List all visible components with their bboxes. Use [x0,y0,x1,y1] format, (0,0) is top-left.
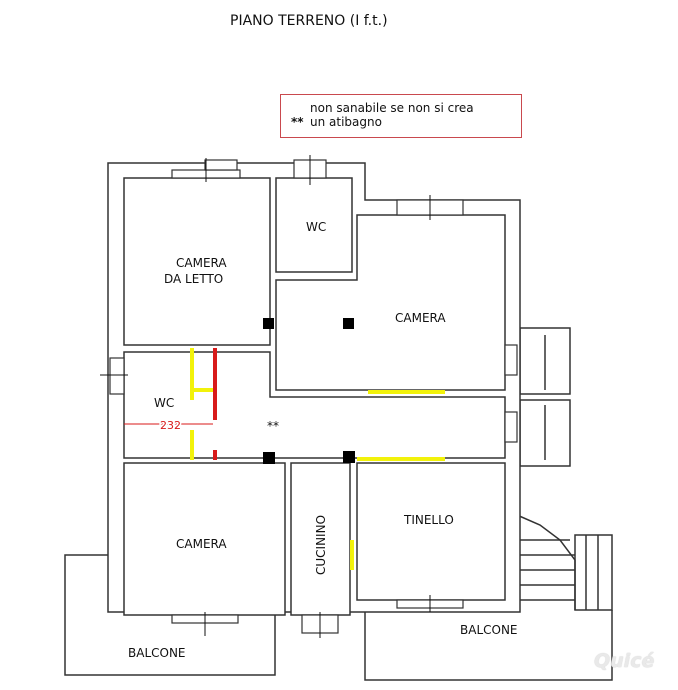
room-cucinino [290,462,351,616]
dimension-label: 232 [160,419,181,432]
rooms [123,177,506,616]
label-corridor-marker: ** [267,419,279,433]
label-camera-da-letto-2: DA LETTO [164,272,223,286]
window-markers [100,155,431,638]
room-camera-right [275,214,506,391]
red-marks [124,348,217,460]
label-camera-right: CAMERA [395,311,446,325]
label-balcone-left: BALCONE [128,646,186,660]
room-camera-da-letto [123,177,271,346]
yellow-marks [190,348,445,570]
label-tinello: TINELLO [403,513,454,527]
label-balcone-right: BALCONE [460,623,518,637]
label-wc-left: WC [154,396,174,410]
note-line-2: un atibagno [310,115,382,129]
pillars [263,318,355,464]
label-wc-top: WC [306,220,326,234]
note-marker: ** [291,115,304,129]
label-camera-da-letto-1: CAMERA [176,256,227,270]
stairs [516,514,613,611]
label-camera-bottom: CAMERA [176,537,227,551]
watermark-logo: Quicé [594,650,655,672]
balconies [64,327,613,681]
room-wc-corridor [123,351,506,459]
room-wc-top [275,177,353,273]
room-tinello [356,462,506,601]
note-box: ** non sanabile se non si crea un atibag… [280,94,522,138]
plan-title: PIANO TERRENO (I f.t.) [230,13,388,29]
label-cucinino: CUCININO [314,515,328,575]
note-line-1: non sanabile se non si crea [310,101,474,115]
